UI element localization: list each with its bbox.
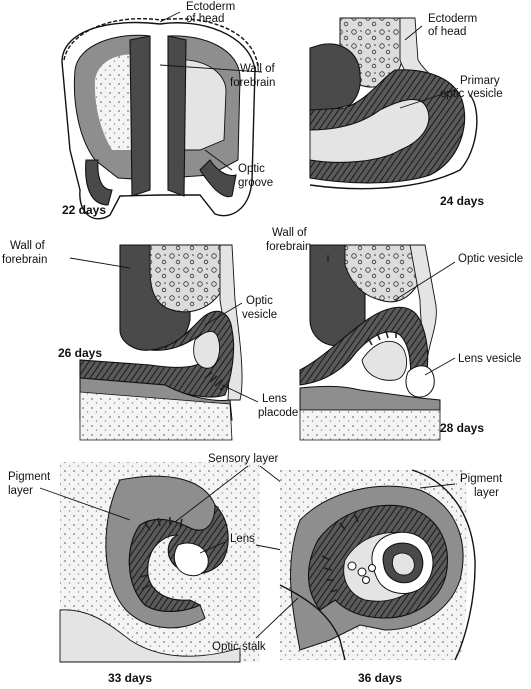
label-vesicle-28: Optic vesicle [458, 253, 523, 265]
leader-lens-33 [199, 541, 226, 554]
label-lens: Lens [230, 533, 255, 545]
leader-stalk-36 [255, 597, 299, 639]
leader-vesicle-24 [399, 89, 456, 109]
leader-placode-26 [221, 384, 259, 403]
label-sensory: Sensory layer [208, 453, 278, 465]
leader-ectoderm-22 [159, 11, 181, 23]
leader-lens-vesicle-28 [424, 357, 456, 376]
leader-groove-22 [204, 149, 233, 171]
leader-pigment-36 [419, 483, 456, 489]
lens-placode-stripes-26 [204, 371, 228, 391]
age-22-days: 22 days [62, 203, 106, 217]
leader-wall-26 [69, 257, 131, 269]
leader-vesicle-28 [394, 261, 456, 301]
label-stalk-36: Optic stalk [212, 641, 266, 653]
leader-vesicle-26 [204, 302, 243, 326]
retina-stripes-28 [367, 330, 397, 346]
age-28-days: 28 days [440, 421, 484, 435]
forebrain-section-22 [61, 17, 259, 220]
age-36-days: 36 days [358, 671, 402, 685]
age-24-days: 24 days [440, 194, 484, 208]
retina-stripes-36 [321, 514, 359, 593]
leader-pigment-33 [39, 487, 131, 521]
retina-stripes-33 [139, 517, 183, 590]
leader-ectoderm-24 [404, 25, 423, 41]
lens-cells-36 [347, 561, 376, 584]
age-26-days: 26 days [58, 346, 102, 360]
leader-wall-22 [159, 64, 263, 73]
age-33-days: 33 days [108, 671, 152, 685]
leader-sensory-33 [174, 465, 249, 523]
label-lens-vesicle-28: Lens vesicle [458, 353, 521, 365]
